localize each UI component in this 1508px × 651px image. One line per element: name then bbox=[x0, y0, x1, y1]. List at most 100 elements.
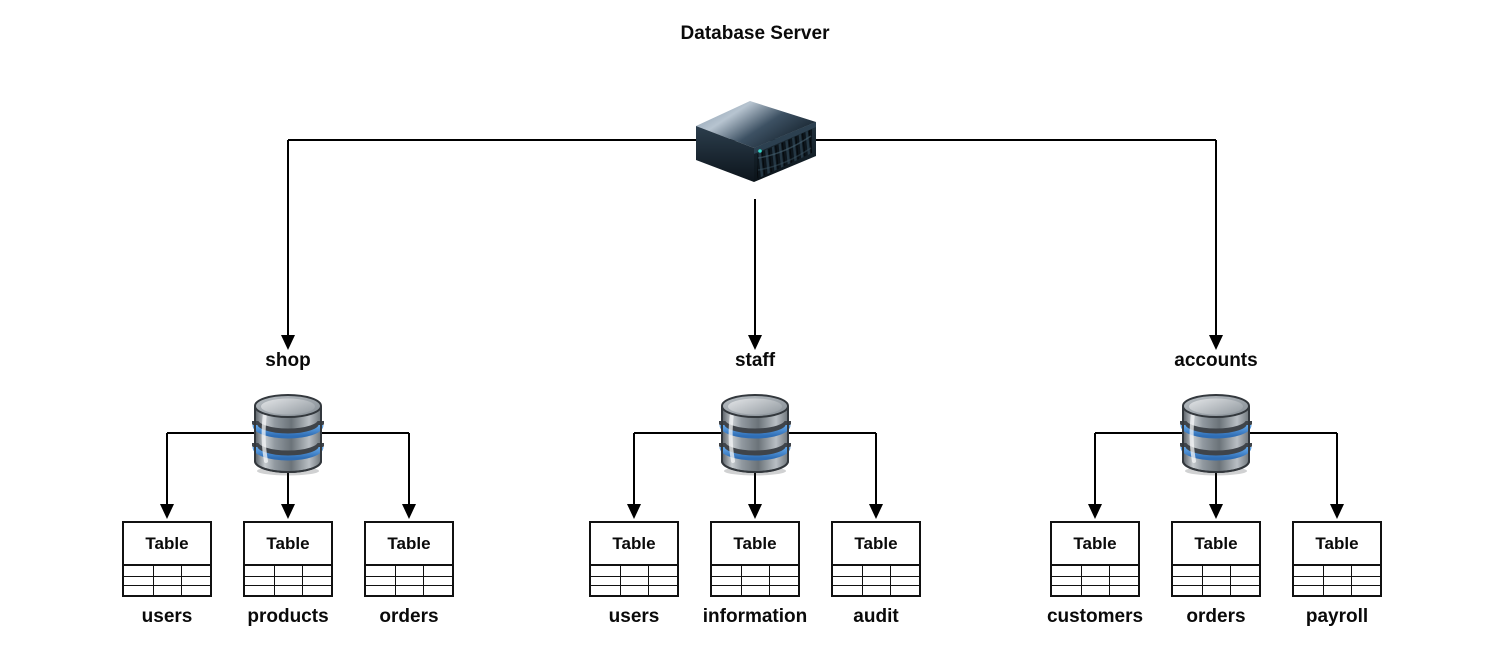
table-box-title: Table bbox=[833, 523, 919, 566]
table-cell bbox=[861, 566, 891, 576]
table-name-label: users bbox=[141, 606, 193, 627]
table-cell bbox=[423, 575, 452, 586]
table-grid-icon bbox=[1173, 566, 1259, 595]
table-cell bbox=[302, 575, 331, 586]
table-cell bbox=[394, 575, 424, 586]
database-label-shop: shop bbox=[265, 350, 311, 371]
table-box-title: Table bbox=[712, 523, 798, 566]
table-cell bbox=[181, 566, 210, 576]
table-cell bbox=[366, 575, 395, 586]
database-label-accounts: accounts bbox=[1174, 350, 1258, 371]
table-cell bbox=[302, 585, 331, 595]
table-box: Table bbox=[364, 521, 454, 597]
table-cell bbox=[366, 585, 395, 595]
table-name-label: users bbox=[608, 606, 660, 627]
table-cell bbox=[769, 566, 798, 576]
table-cell bbox=[712, 575, 741, 586]
table-grid-icon bbox=[1052, 566, 1138, 595]
table-cell bbox=[152, 566, 182, 576]
server-rack-icon bbox=[696, 101, 816, 182]
table-cell bbox=[591, 575, 620, 586]
table-cell bbox=[124, 585, 153, 595]
table-cell bbox=[1052, 566, 1081, 576]
table-name-label: customers bbox=[1046, 606, 1144, 627]
table-cell bbox=[366, 566, 395, 576]
table-cell bbox=[245, 575, 274, 586]
table-cell bbox=[833, 585, 862, 595]
table-cell bbox=[1230, 585, 1259, 595]
table-cell bbox=[394, 566, 424, 576]
table-box: Table bbox=[1171, 521, 1261, 597]
database-cylinder-icon bbox=[719, 394, 791, 476]
table-grid-icon bbox=[712, 566, 798, 595]
table-cell bbox=[181, 575, 210, 586]
table-box-title: Table bbox=[1294, 523, 1380, 566]
table-box: Table bbox=[122, 521, 212, 597]
table-cell bbox=[861, 585, 891, 595]
table-box-title: Table bbox=[1173, 523, 1259, 566]
table-cell bbox=[1201, 566, 1231, 576]
table-name-label: audit bbox=[853, 606, 899, 627]
table-cell bbox=[245, 585, 274, 595]
table-cell bbox=[1173, 585, 1202, 595]
table-cell bbox=[1351, 575, 1380, 586]
table-cell bbox=[833, 566, 862, 576]
arrowhead-icon bbox=[160, 335, 1344, 519]
table-cell bbox=[1322, 585, 1352, 595]
table-grid-icon bbox=[1294, 566, 1380, 595]
table-cell bbox=[1201, 575, 1231, 586]
table-cell bbox=[152, 585, 182, 595]
table-cell bbox=[740, 566, 770, 576]
table-cell bbox=[769, 575, 798, 586]
table-name-label: products bbox=[247, 606, 329, 627]
table-cell bbox=[1294, 585, 1323, 595]
table-box-title: Table bbox=[1052, 523, 1138, 566]
table-box: Table bbox=[831, 521, 921, 597]
table-cell bbox=[1109, 585, 1138, 595]
table-cell bbox=[591, 566, 620, 576]
table-cell bbox=[1351, 585, 1380, 595]
table-cell bbox=[273, 575, 303, 586]
table-box: Table bbox=[589, 521, 679, 597]
table-cell bbox=[619, 575, 649, 586]
table-name-label: information bbox=[702, 606, 808, 627]
table-cell bbox=[1080, 575, 1110, 586]
database-label-staff: staff bbox=[734, 350, 776, 371]
table-box: Table bbox=[710, 521, 800, 597]
table-cell bbox=[1294, 566, 1323, 576]
table-cell bbox=[648, 566, 677, 576]
table-cell bbox=[1294, 575, 1323, 586]
table-cell bbox=[648, 585, 677, 595]
table-cell bbox=[833, 575, 862, 586]
table-cell bbox=[648, 575, 677, 586]
table-cell bbox=[423, 585, 452, 595]
table-cell bbox=[181, 585, 210, 595]
table-cell bbox=[1322, 566, 1352, 576]
table-cell bbox=[1230, 566, 1259, 576]
table-cell bbox=[1322, 575, 1352, 586]
database-cylinder-icon bbox=[252, 394, 324, 476]
table-cell bbox=[1080, 585, 1110, 595]
table-cell bbox=[712, 566, 741, 576]
table-grid-icon bbox=[245, 566, 331, 595]
table-cell bbox=[619, 585, 649, 595]
table-cell bbox=[124, 575, 153, 586]
table-box: Table bbox=[1292, 521, 1382, 597]
table-cell bbox=[245, 566, 274, 576]
table-cell bbox=[1173, 566, 1202, 576]
table-box: Table bbox=[243, 521, 333, 597]
table-cell bbox=[861, 575, 891, 586]
table-cell bbox=[769, 585, 798, 595]
table-cell bbox=[712, 585, 741, 595]
table-name-label: orders bbox=[379, 606, 439, 627]
table-box-title: Table bbox=[124, 523, 210, 566]
table-cell bbox=[124, 566, 153, 576]
table-grid-icon bbox=[124, 566, 210, 595]
table-cell bbox=[890, 566, 919, 576]
table-cell bbox=[1173, 575, 1202, 586]
table-cell bbox=[1109, 575, 1138, 586]
table-cell bbox=[273, 585, 303, 595]
table-cell bbox=[423, 566, 452, 576]
table-cell bbox=[152, 575, 182, 586]
